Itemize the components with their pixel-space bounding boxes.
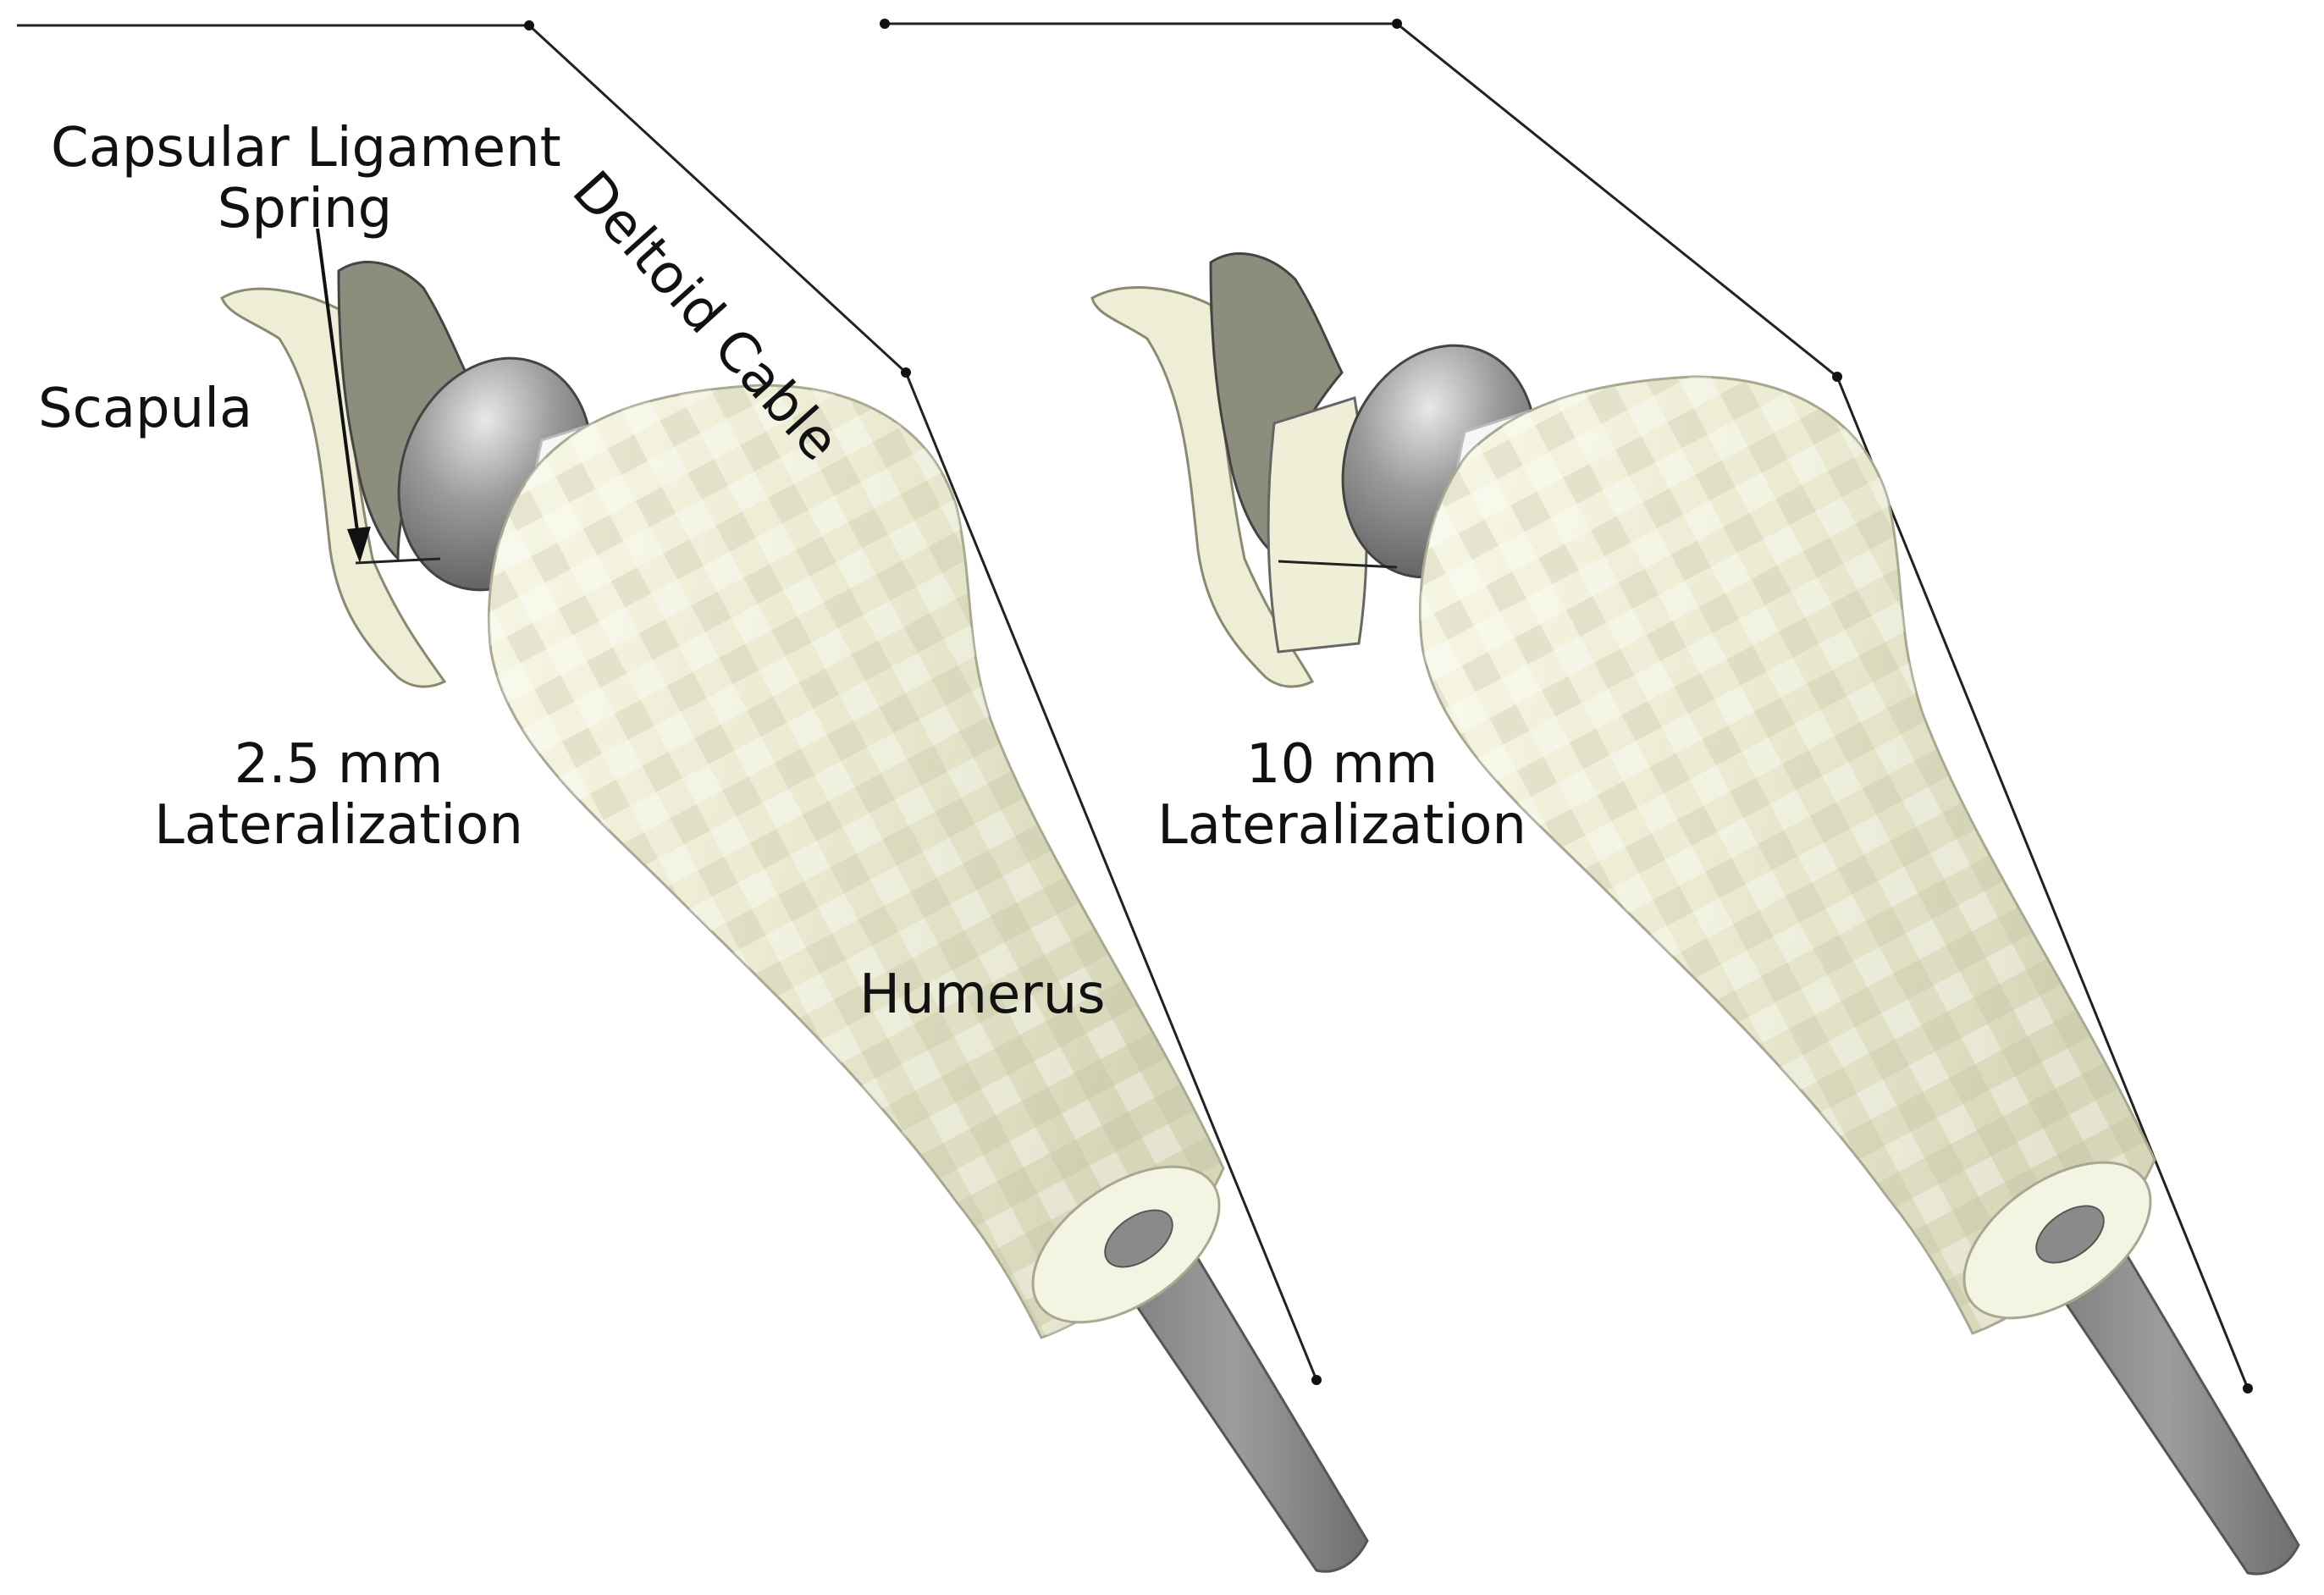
scapula-label: Scapula [38, 378, 253, 440]
right-lateralization-label: 10 mm Lateralization [1139, 733, 1545, 857]
left-humerus-facets [489, 385, 1223, 1338]
left-cable-node [1311, 1375, 1322, 1385]
left-capsular-spring [355, 557, 441, 565]
left-stem-top [1104, 1209, 1173, 1268]
right-lateralization-value: 10 mm [1245, 733, 1438, 796]
right-stem-top [2035, 1205, 2105, 1264]
left-lateralization-label: 2.5 mm Lateralization [135, 733, 542, 857]
humerus-label: Humerus [859, 963, 1106, 1026]
right-deltoid-cable [885, 22, 2249, 1389]
left-deltoid-cable [17, 24, 1318, 1381]
left-lateralization-value: 2.5 mm [234, 733, 444, 796]
left-humerus-stem [1098, 1222, 1369, 1573]
right-cable-node [1392, 19, 1402, 29]
right-humerus-stem [2029, 1222, 2300, 1576]
right-capsular-spring [1278, 560, 1398, 569]
left-lateralization-word: Lateralization [154, 793, 523, 857]
right-cable-node [1832, 372, 1842, 382]
right-cable-node [2243, 1383, 2253, 1394]
capsular-ligament-label-line1: Capsular Ligament [51, 117, 561, 179]
capsular-ligament-label-line2: Spring [217, 177, 393, 240]
right-lateralization-word: Lateralization [1157, 793, 1526, 857]
left-annotation-arrowhead [347, 527, 371, 563]
capsular-ligament-label: Capsular Ligament Spring [51, 117, 561, 240]
right-model [880, 19, 2300, 1576]
left-annotation-arrow [316, 228, 362, 551]
right-cable-node [880, 19, 890, 29]
left-cable-node [524, 20, 534, 30]
left-cable-node [901, 367, 911, 378]
right-humerus-facets [1420, 377, 2155, 1333]
left-model [17, 20, 1369, 1573]
